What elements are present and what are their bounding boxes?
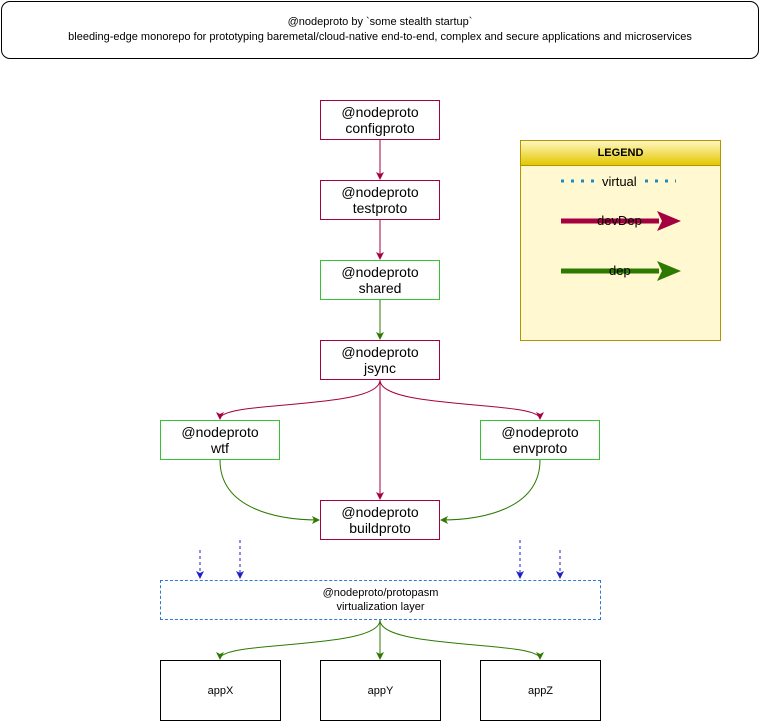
node-configproto[interactable]: @nodeproto configproto [320,100,440,140]
app-box-appx[interactable]: appX [160,660,281,721]
node-envproto[interactable]: @nodeproto envproto [480,420,600,460]
edge-jsync-envproto [379,379,544,420]
legend-swatches [561,179,681,281]
node-scope: @nodeproto [341,344,419,360]
app-box-appz[interactable]: appZ [480,660,601,721]
header-title: @nodeproto by `some stealth startup` [287,16,473,28]
node-scope: @nodeproto [181,424,259,440]
node-scope: @nodeproto [341,104,419,120]
node-scope: @nodeproto [341,264,419,280]
legend-dep-label: dep [609,263,631,278]
edge-envproto-buildproto [440,459,541,524]
edge-jsync-wtf [216,379,381,420]
legend-devdep-arrowhead [657,211,681,231]
node-label: configproto [345,120,415,136]
node-scope: @nodeproto [501,424,579,440]
node-shared[interactable]: @nodeproto shared [320,260,440,300]
node-label: envproto [512,440,568,456]
edge-protopasm-appx [216,619,381,660]
app-label: appX [207,684,234,697]
node-label: testproto [352,200,408,216]
app-box-appy[interactable]: appY [320,660,441,721]
node-buildproto[interactable]: @nodeproto buildproto [320,500,440,540]
app-label: appZ [527,684,554,697]
legend-box: LEGEND virtual devDep dep [520,140,721,341]
node-label: wtf [211,440,229,456]
legend-virtual-label: virtual [602,174,637,189]
node-scope: @nodeproto [341,184,419,200]
edge-wtf-buildproto [219,459,320,524]
protopasm-subtitle: virtualization layer [336,601,425,613]
node-protopasm[interactable]: @nodeproto/protopasm virtualization laye… [160,580,601,620]
node-scope: @nodeproto [341,504,419,520]
node-testproto[interactable]: @nodeproto testproto [320,180,440,220]
header-box: @nodeproto by `some stealth startup` ble… [1,1,759,59]
node-label: buildproto [349,520,411,536]
header-subtitle: bleeding-edge monorepo for prototyping b… [68,31,692,43]
node-label: shared [358,280,402,296]
edge-protopasm-appz [379,619,544,660]
legend-devdep-label: devDep [597,213,642,228]
node-jsync[interactable]: @nodeproto jsync [320,340,440,380]
legend-dep-arrowhead [657,261,681,281]
app-label: appY [367,684,394,697]
legend-title: LEGEND [521,141,720,166]
node-wtf[interactable]: @nodeproto wtf [160,420,280,460]
protopasm-title: @nodeproto/protopasm [322,587,439,599]
node-label: jsync [364,360,396,376]
